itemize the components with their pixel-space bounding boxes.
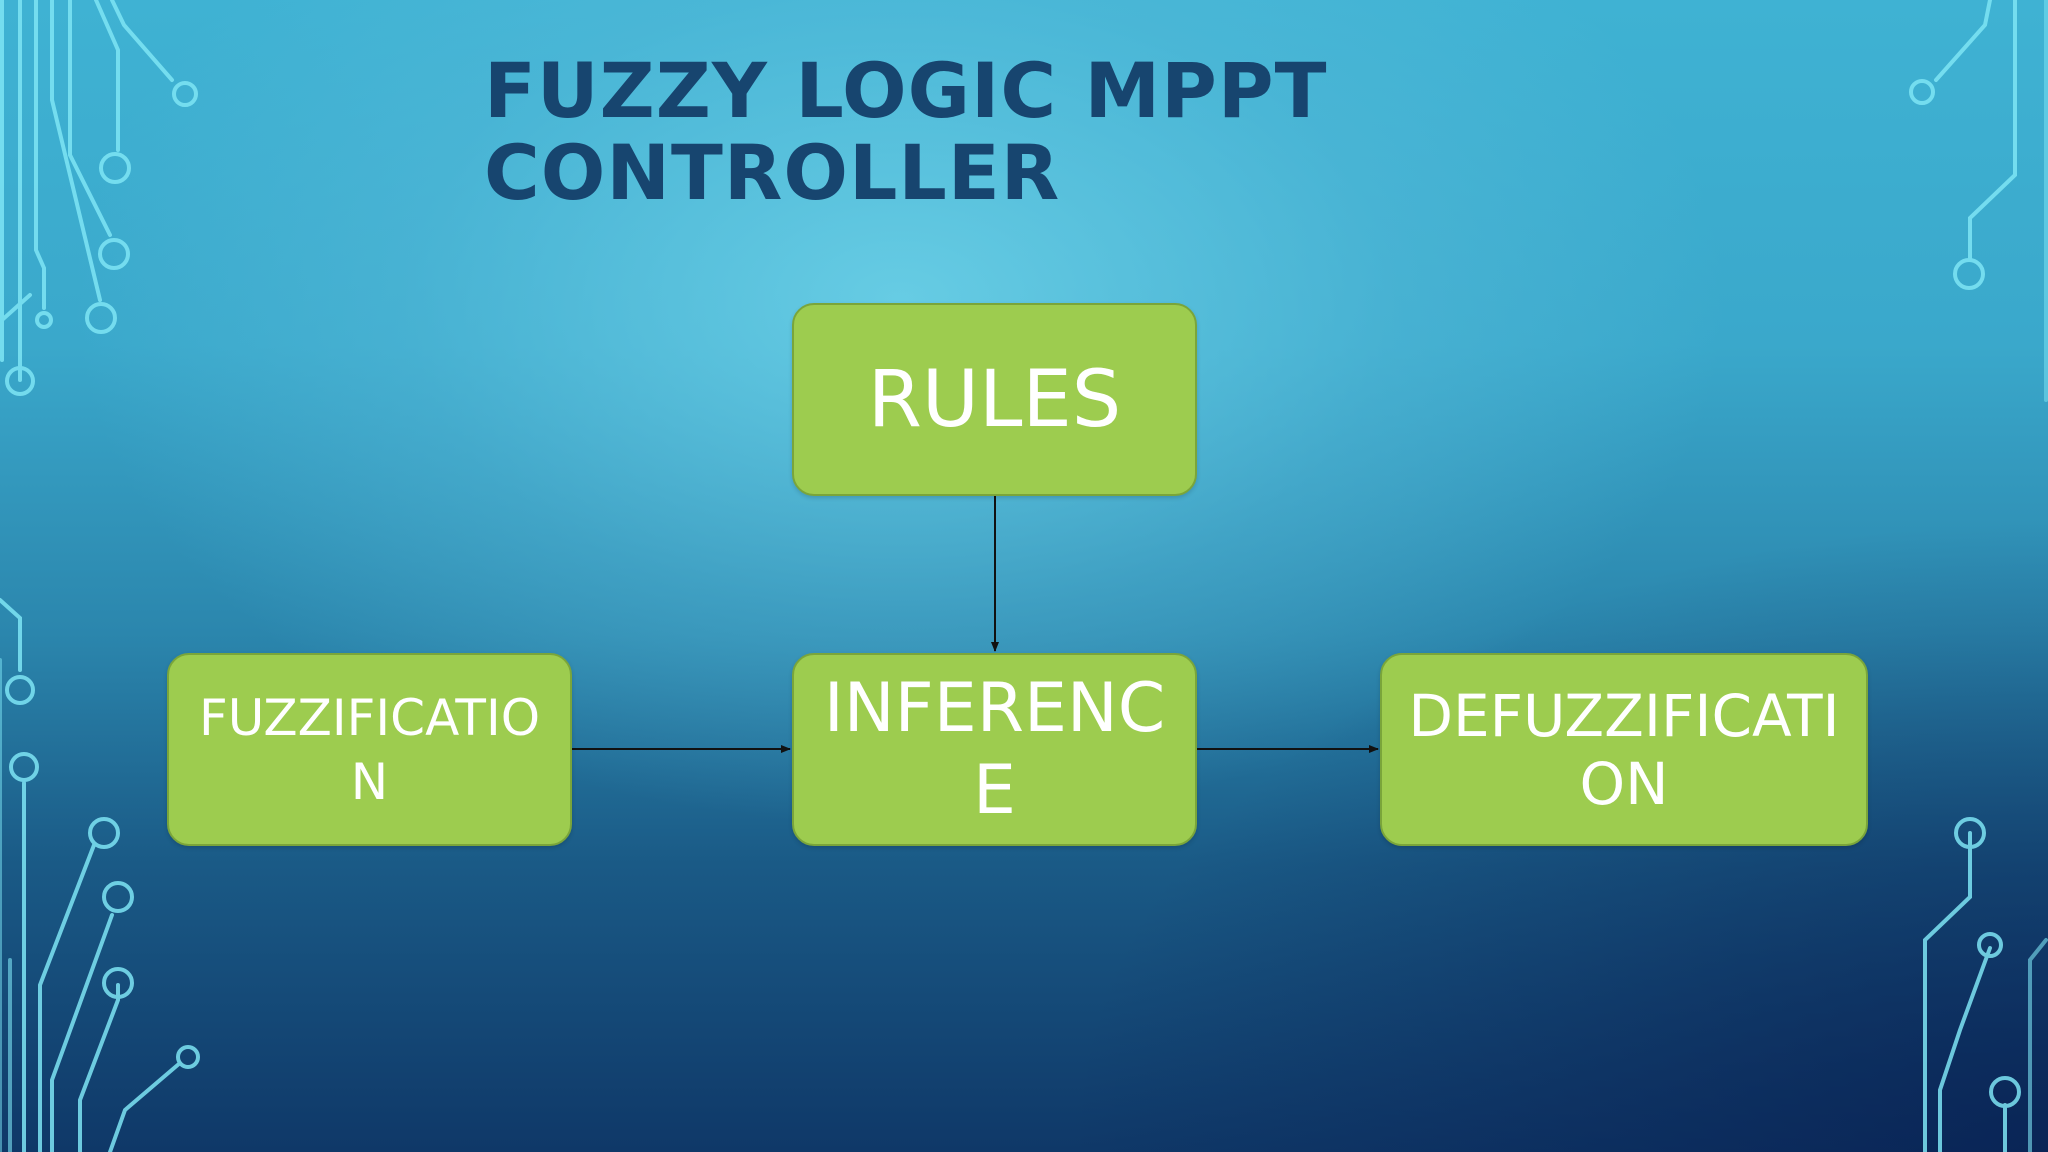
title-line-2: CONTROLLER bbox=[484, 128, 1061, 217]
inference-box: INFERENCE bbox=[792, 653, 1197, 846]
defuzzification-label: DEFUZZIFICATION bbox=[1408, 681, 1840, 818]
rules-box: RULES bbox=[792, 303, 1197, 496]
fuzzification-label: FUZZIFICATION bbox=[198, 688, 541, 811]
slide-title: FUZZY LOGIC MPPT CONTROLLER bbox=[484, 50, 1327, 214]
defuzzification-box: DEFUZZIFICATION bbox=[1380, 653, 1868, 846]
title-line-1: FUZZY LOGIC MPPT bbox=[484, 46, 1328, 135]
rules-label: RULES bbox=[867, 354, 1122, 445]
inference-label: INFERENCE bbox=[823, 668, 1166, 830]
fuzzification-box: FUZZIFICATION bbox=[167, 653, 572, 846]
